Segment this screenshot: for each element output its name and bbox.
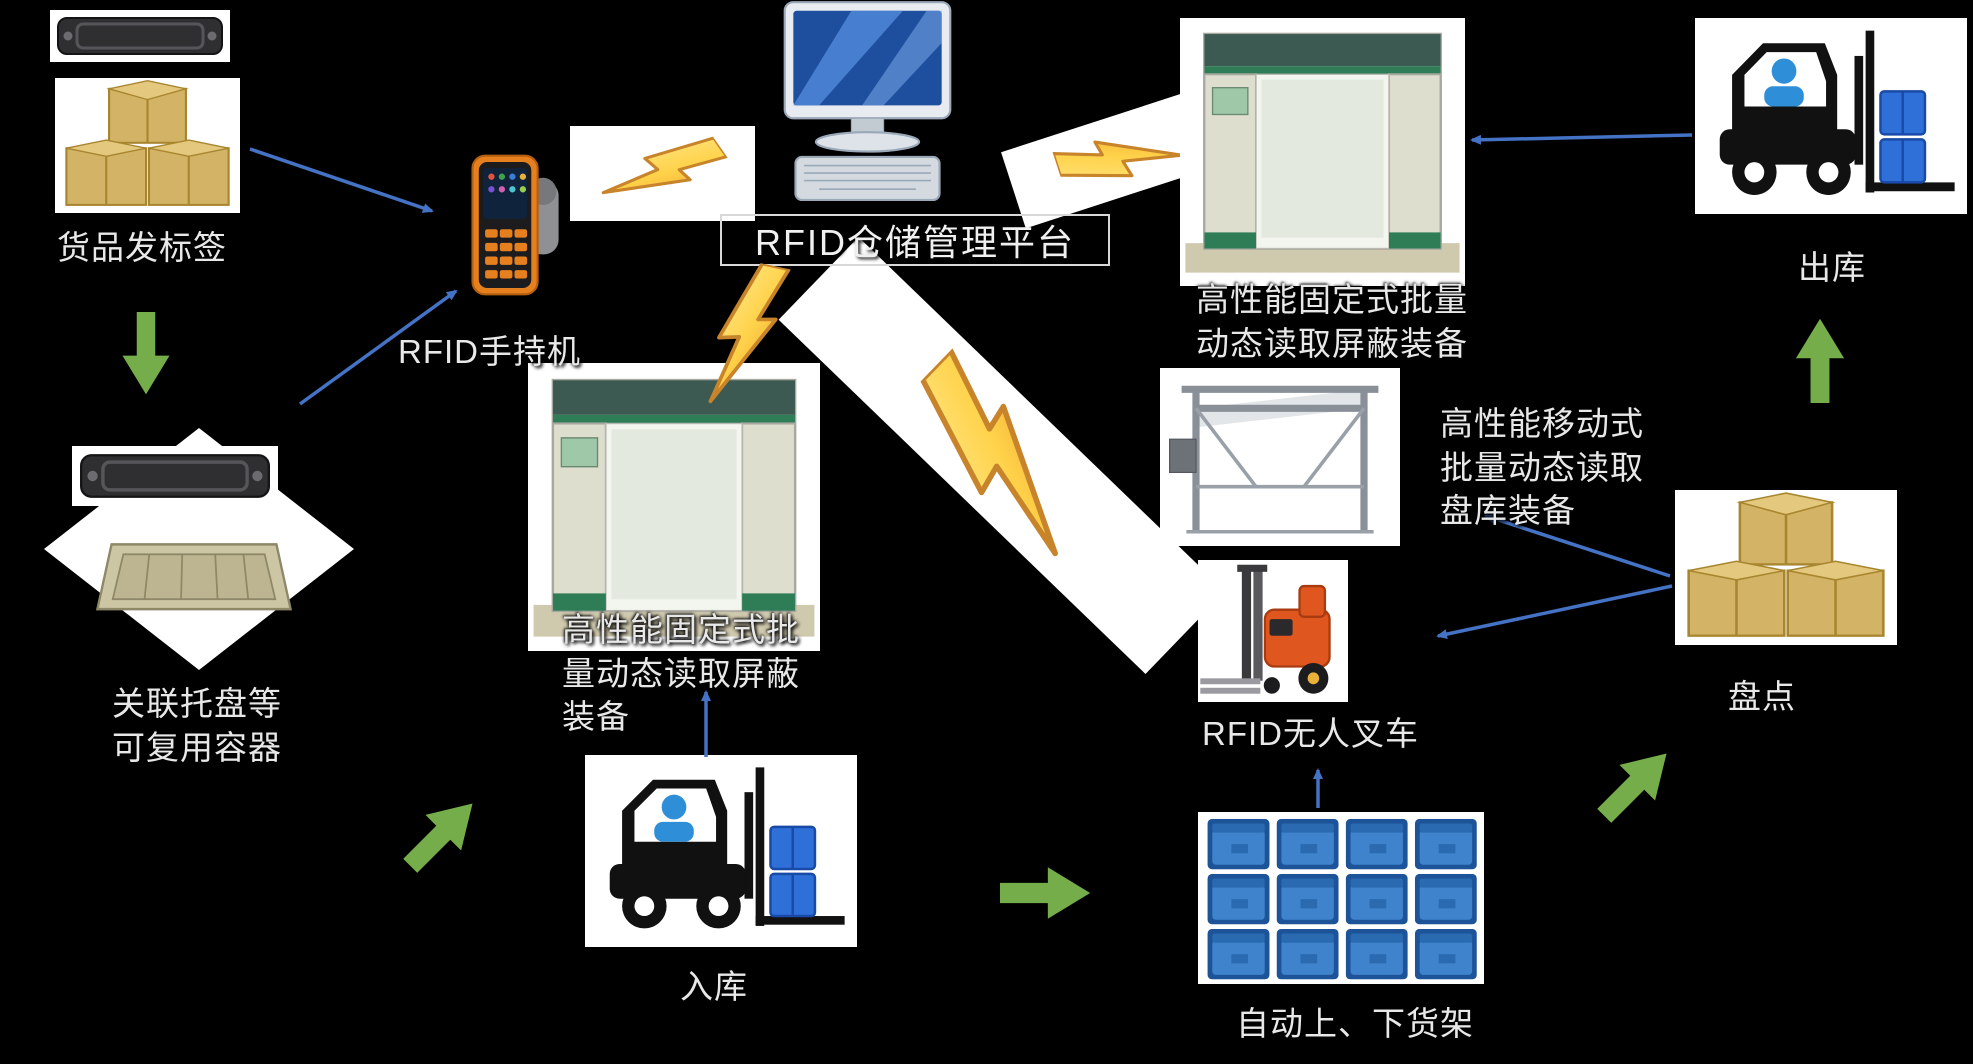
label-rfid-handheld: RFID手持机 — [398, 333, 581, 370]
forklift-icon — [585, 755, 857, 947]
flow-arrow-upright-icon — [1597, 753, 1667, 823]
rfid-tag-icon — [50, 10, 230, 62]
label-fixed-gate-right: 高性能固定式批量 动态读取屏蔽装备 — [1196, 281, 1468, 362]
label-outbound: 出库 — [1798, 249, 1866, 286]
pallet-tray-icon — [88, 522, 300, 634]
label-stocktake: 盘点 — [1728, 678, 1796, 715]
rfid-handheld-icon — [462, 150, 567, 300]
lightning-bolt-icon — [881, 336, 1123, 575]
label-fixed-gate-center: 高性能固定式批 量动态读取屏蔽 装备 — [562, 611, 800, 736]
cardboard-boxes-icon — [1675, 490, 1897, 645]
platform-title-box: RFID仓储管理平台 — [720, 214, 1110, 266]
label-reusable-container: 关联托盘等 可复用容器 — [112, 685, 282, 766]
cardboard-boxes-icon — [55, 78, 240, 213]
connector-stocktake-to-agv — [1436, 584, 1673, 640]
computer-icon — [775, 0, 960, 215]
blue-shelving-icon — [1198, 812, 1484, 984]
label-agv-forklift: RFID无人叉车 — [1202, 715, 1419, 752]
connector-boxes-to-handheld — [249, 147, 434, 213]
platform-title: RFID仓储管理平台 — [755, 222, 1075, 263]
label-mobile-reader: 高性能移动式 批量动态读取 盘库装备 — [1440, 405, 1644, 530]
label-auto-shelving: 自动上、下货架 — [1236, 1005, 1474, 1042]
flow-arrow-upright-icon — [403, 803, 473, 873]
flow-arrow-up-icon — [1795, 318, 1845, 403]
flow-arrow-down-icon — [122, 312, 170, 395]
lightning-bolt-icon — [594, 112, 732, 234]
connector-outbound-to-gate — [1470, 133, 1693, 145]
flow-arrow-right-icon — [1000, 867, 1091, 919]
lightning-bolt-icon — [1038, 103, 1200, 208]
label-goods-tagging: 货品发标签 — [57, 229, 227, 266]
label-inbound: 入库 — [680, 968, 748, 1005]
lightning-band-diagonal — [778, 237, 1226, 674]
rfid-gate-icon — [1180, 18, 1465, 286]
rfid-gate-icon — [528, 363, 820, 651]
lightning-band-handheld — [570, 126, 755, 221]
agv-stacker-icon — [1198, 560, 1348, 702]
rfid-tag-icon — [72, 446, 278, 506]
mobile-reader-frame-icon — [1160, 368, 1400, 546]
forklift-icon — [1695, 18, 1967, 214]
